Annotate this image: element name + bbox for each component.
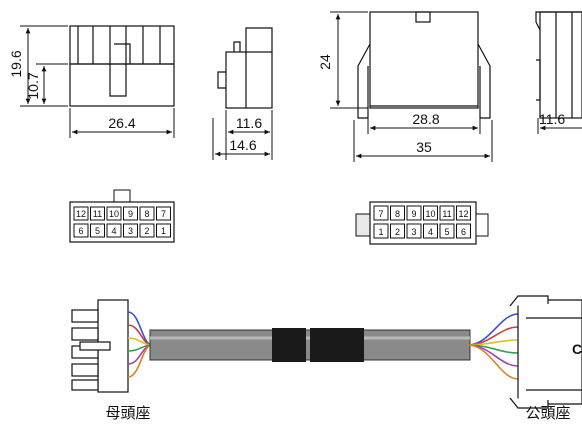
svg-text:7: 7 [378,209,383,219]
male-side-view [535,11,582,119]
ferrite-sleeve-left [272,328,306,362]
female-side-depth-outer-label: 14.6 [229,137,256,153]
cable-assembly: C [71,295,582,409]
female-connector-housing [71,299,129,393]
female-pin-9: 9 [123,206,138,221]
male-pin-8: 8 [390,205,405,221]
wire-right-3 [467,339,519,346]
svg-text:4: 4 [428,227,433,237]
female-front-dimensions [20,25,175,138]
svg-text:12: 12 [458,209,468,219]
male-front-view [357,11,491,119]
svg-text:9: 9 [128,209,133,219]
male-pin-10: 10 [423,205,438,221]
wires-right [467,313,519,380]
female-height-total-label: 19.6 [8,50,24,77]
female-pin-5: 5 [90,223,105,238]
female-pin-11: 11 [90,206,105,221]
svg-text:12: 12 [76,209,86,219]
female-pin-6: 6 [73,223,89,238]
female-pin-10: 10 [106,206,122,221]
male-side-dimensions [537,118,582,134]
wires-left [127,311,153,378]
svg-text:6: 6 [461,227,466,237]
svg-text:5: 5 [95,226,100,236]
svg-text:10: 10 [109,209,119,219]
male-pin-6: 6 [456,223,471,239]
svg-text:1: 1 [161,226,166,236]
male-pin-11: 11 [439,205,455,221]
male-pin-9: 9 [406,205,422,221]
male-pin-12: 12 [456,205,471,221]
male-width-outer-label: 35 [416,139,432,155]
female-side-view [217,27,273,109]
female-pin-1: 1 [156,223,171,238]
female-side-dimensions [212,110,273,160]
wire-left-3 [127,337,153,346]
male-front-dimensions [330,11,493,162]
female-pin-12: 12 [73,206,89,221]
female-connector-caption: 母頭座 [105,405,150,422]
wire-left-1 [127,311,153,346]
male-width-inner-label: 28.8 [412,111,439,127]
wire-right-6 [467,344,519,380]
female-pin-8: 8 [139,206,155,221]
male-pin-7: 7 [373,205,389,221]
male-pin-1: 1 [373,223,389,239]
female-pin-layout: 12 11 10 9 8 7 6 5 4 3 2 1 [69,189,175,243]
wire-left-6 [127,344,153,378]
male-pin-5: 5 [439,223,455,239]
ferrite-sleeve-right [310,328,364,362]
svg-text:6: 6 [78,226,83,236]
male-connector-caption: 公頭座 [525,405,570,422]
male-pin-2: 2 [390,223,405,239]
svg-text:2: 2 [144,226,149,236]
female-pin-2: 2 [139,223,155,238]
female-side-depth-inner-label: 11.6 [236,115,262,131]
male-pin-3: 3 [406,223,422,239]
male-connector-housing [509,295,582,409]
female-front-view [69,25,175,107]
svg-text:10: 10 [425,209,435,219]
svg-text:2: 2 [395,227,400,237]
svg-text:9: 9 [411,209,416,219]
svg-text:8: 8 [144,209,149,219]
male-housing-edge-mark: C [572,341,582,357]
female-pin-3: 3 [123,223,138,238]
male-height-label: 24 [317,54,333,70]
svg-text:11: 11 [442,209,451,219]
female-pin-4: 4 [106,223,122,238]
svg-text:3: 3 [411,227,416,237]
svg-text:8: 8 [395,209,400,219]
svg-text:11: 11 [93,209,102,219]
svg-text:4: 4 [111,226,116,236]
svg-text:1: 1 [378,227,383,237]
svg-text:5: 5 [444,227,449,237]
svg-text:7: 7 [161,209,166,219]
female-pin-7: 7 [156,206,171,221]
female-height-body-label: 10.7 [25,72,41,99]
female-width-label: 26.4 [108,115,135,131]
male-pin-4: 4 [423,223,438,239]
svg-text:3: 3 [128,226,133,236]
male-side-depth-label: 11.6 [539,111,565,127]
